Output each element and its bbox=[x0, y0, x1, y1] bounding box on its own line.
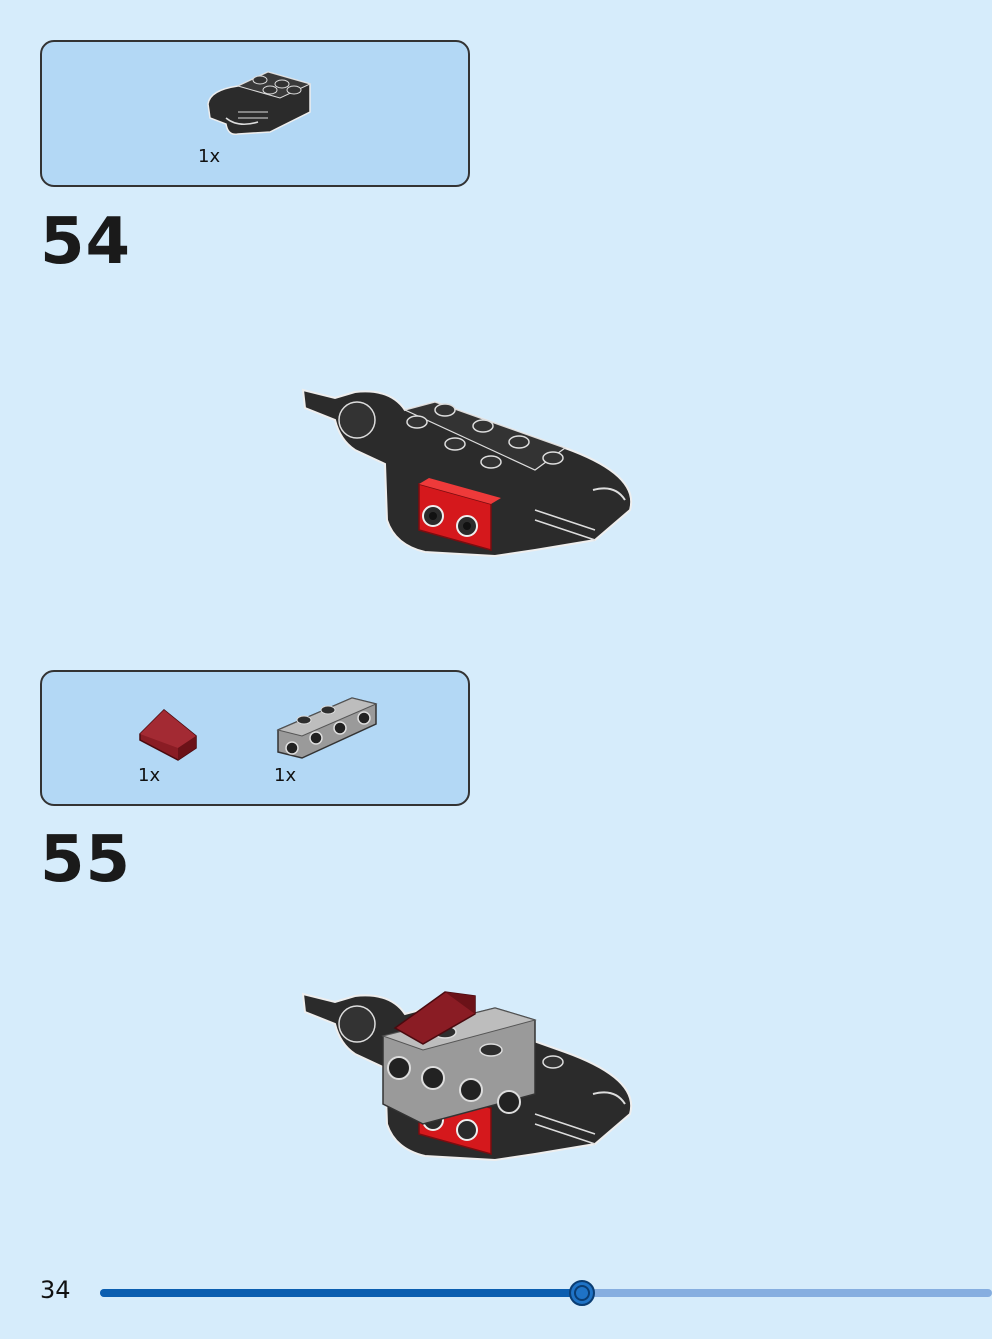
black-bracket-brick-icon bbox=[207, 71, 312, 136]
step-55-assembly-illustration bbox=[301, 991, 633, 1162]
progress-fill bbox=[100, 1289, 582, 1297]
part-quantity: 1x bbox=[198, 146, 221, 167]
page-number: 34 bbox=[40, 1276, 71, 1304]
part-quantity: 1x bbox=[138, 765, 161, 786]
step-54-assembly-illustration bbox=[301, 388, 633, 558]
step-number: 55 bbox=[40, 823, 132, 897]
progress-indicator-icon bbox=[568, 1280, 595, 1306]
parts-callout-step-54: 1x bbox=[40, 40, 470, 187]
dark-red-slope-icon bbox=[139, 708, 197, 761]
parts-callout-step-55: 1x 1x bbox=[40, 670, 470, 806]
progress-bar bbox=[100, 1280, 992, 1306]
step-number: 54 bbox=[40, 205, 132, 279]
grey-bracket-plate-icon bbox=[276, 697, 378, 759]
part-quantity: 1x bbox=[274, 765, 297, 786]
